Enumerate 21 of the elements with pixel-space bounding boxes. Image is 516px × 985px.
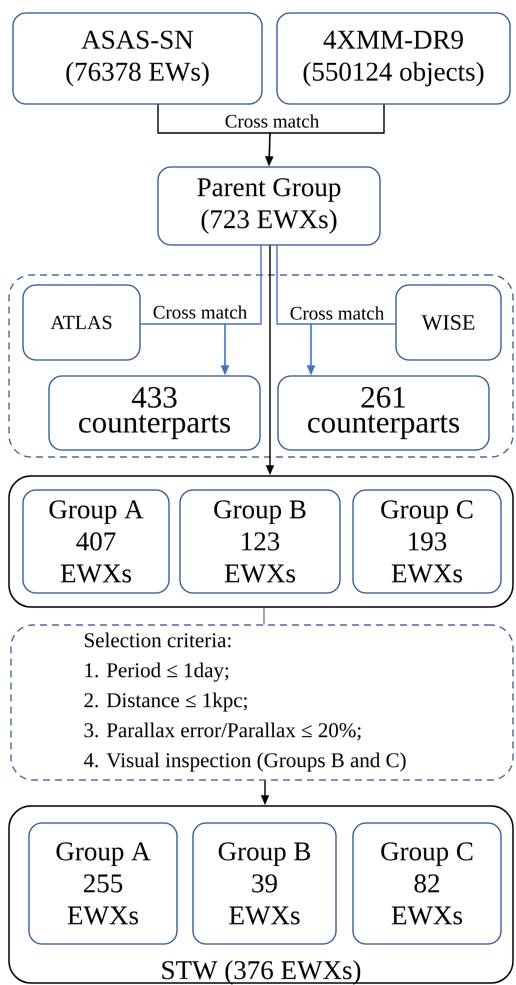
group-frame: [8, 475, 514, 608]
rounded-box: Group C 82 EWXs: [352, 822, 502, 945]
rounded-box: Parent Group (723 EWXs): [157, 166, 381, 246]
criteria-box: Selection criteria: 1. Period ≤ 1day; 2. Distance ≤ 1kpc; 3. Parallax error/Parallax ≤ 20%; 4. Visual inspection (Groups B and C): [10, 624, 514, 781]
rounded-box: ASAS-SN (76378 EWs): [12, 12, 263, 105]
dashed-region: [8, 274, 514, 458]
rounded-box: Group C 193 EWXs: [352, 489, 502, 594]
rounded-box: 261 counterparts: [277, 375, 490, 451]
edge-label: Cross match: [288, 305, 386, 321]
edge-label: Cross match: [152, 304, 248, 320]
rounded-box: Group A 407 EWXs: [22, 489, 170, 594]
rounded-box: 433 counterparts: [48, 375, 261, 451]
group-frame: [8, 805, 514, 985]
rounded-box: Group B 39 EWXs: [192, 822, 337, 945]
edge-label: Cross match: [224, 113, 320, 129]
rounded-box: ATLAS: [22, 284, 141, 361]
rounded-box: Group A 255 EWXs: [28, 822, 178, 945]
frame-label: STW (376 EWXs): [162, 960, 360, 985]
rounded-box: 4XMM-DR9 (550124 objects): [276, 12, 511, 105]
rounded-box: Group B 123 EWXs: [179, 489, 341, 594]
rounded-box: WISE: [395, 284, 502, 361]
